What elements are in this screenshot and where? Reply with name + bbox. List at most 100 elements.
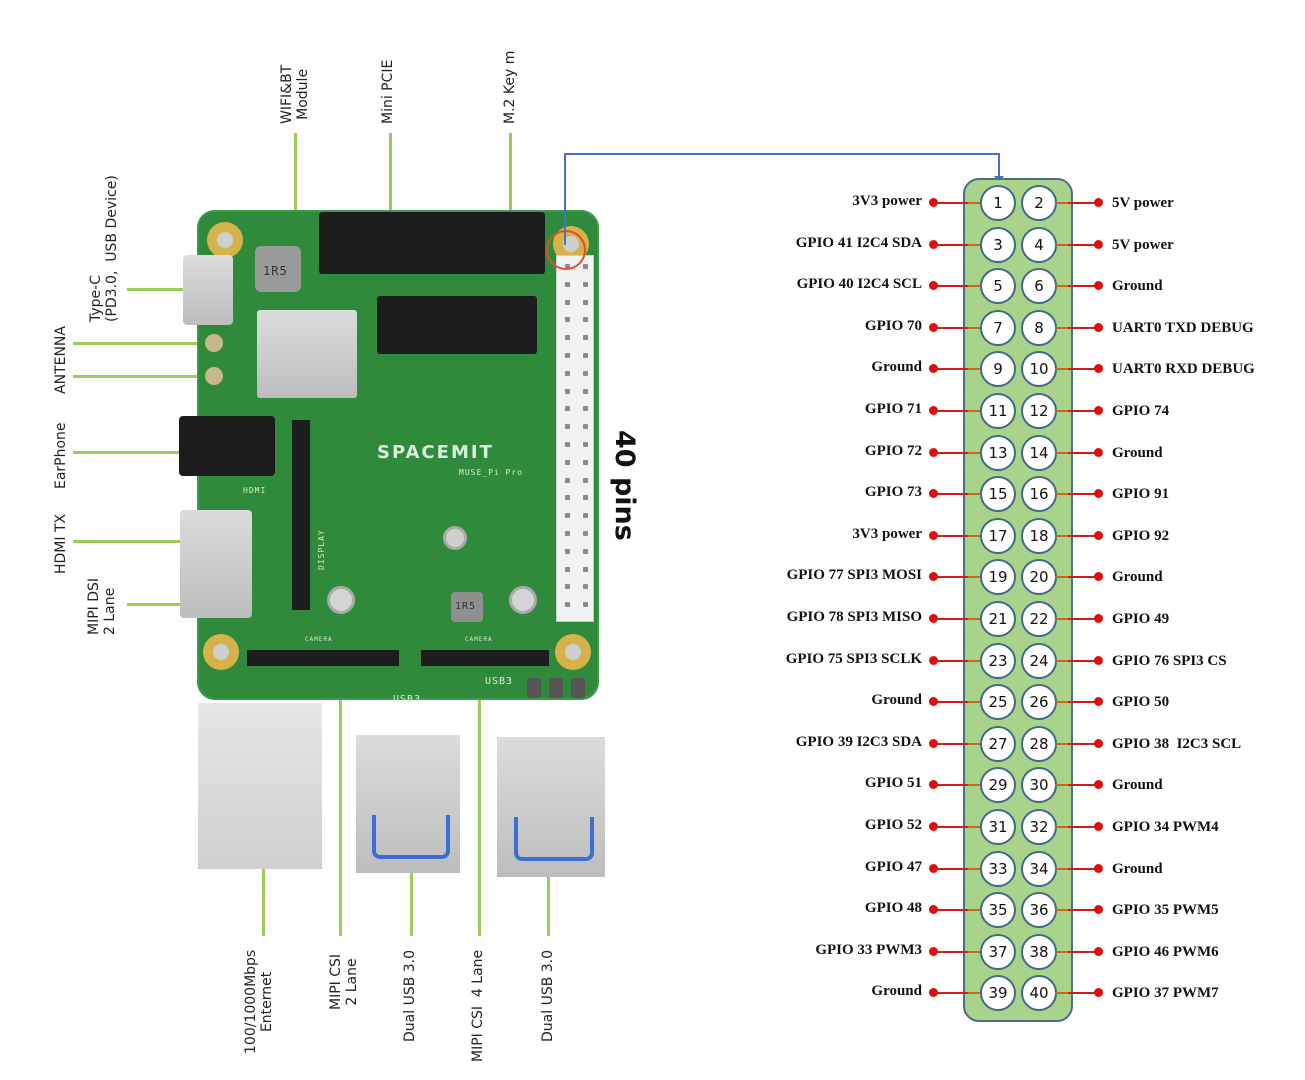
- callout-antenna-line-2: [73, 375, 213, 378]
- pin-9: 9: [980, 351, 1016, 387]
- callout-mipi-csi-4-label: MIPI CSI 4 Lane: [470, 949, 486, 1062]
- pin-stub-left: [968, 535, 982, 537]
- pin-stub-left: [968, 576, 982, 578]
- pin-28: 28: [1021, 726, 1057, 762]
- pin-stub-right: [1055, 244, 1069, 246]
- pin-label-right: Ground: [1112, 777, 1163, 793]
- board-header-pin: [565, 370, 570, 376]
- pin-stub-right: [1055, 868, 1069, 870]
- pin-19: 19: [980, 559, 1016, 595]
- pin-label-left: GPIO 72: [864, 443, 922, 459]
- earphone-jack: [179, 416, 275, 476]
- board-header-pin: [583, 317, 588, 323]
- board-header-pin: [583, 566, 588, 572]
- usb3-silk-b: USB3: [485, 676, 514, 687]
- pin-13: 13: [980, 435, 1016, 471]
- button-2: [549, 678, 563, 698]
- board-header-pin: [583, 406, 588, 412]
- pin-stub-left: [968, 368, 982, 370]
- pin-39: 39: [980, 975, 1016, 1011]
- pin-label-right: 5V power: [1112, 195, 1174, 211]
- pin-dot-right: [1094, 864, 1103, 873]
- pin-label-left: GPIO 48: [864, 900, 922, 916]
- pin-stub-right: [1055, 410, 1069, 412]
- pin-wire-right: [1068, 784, 1098, 786]
- callout-usb3-b-label: Dual USB 3.0: [540, 949, 556, 1042]
- pin-wire-right: [1068, 660, 1098, 662]
- pin-6: 6: [1021, 268, 1057, 304]
- pin-wire-right: [1068, 618, 1098, 620]
- callout-mini-pcie-line: [389, 133, 392, 253]
- pin-31: 31: [980, 809, 1016, 845]
- pin-stub-left: [968, 410, 982, 412]
- header-pin-count-label: 40 pins: [609, 430, 640, 541]
- pin-dot-left: [929, 572, 938, 581]
- pin-wire-right: [1068, 493, 1098, 495]
- pin-wire-right: [1068, 992, 1098, 994]
- pin-dot-left: [929, 281, 938, 290]
- board-40pin-header: [556, 255, 594, 622]
- pin-label-left: GPIO 77 SPI3 MOSI: [786, 567, 922, 583]
- pin-wire-left: [934, 660, 970, 662]
- hdmi-port: [180, 510, 252, 618]
- usb3-port-b-tongue: [514, 817, 594, 861]
- pin-label-left: GPIO 70: [864, 318, 922, 334]
- pin-wire-left: [934, 410, 970, 412]
- pin-wire-left: [934, 493, 970, 495]
- pin-stub-left: [968, 244, 982, 246]
- pin-wire-left: [934, 618, 970, 620]
- pin-dot-left: [929, 323, 938, 332]
- board-header-pin: [565, 335, 570, 341]
- pin-dot-right: [1094, 198, 1103, 207]
- pin-stub-right: [1055, 493, 1069, 495]
- pin-1: 1: [980, 185, 1016, 221]
- pin-dot-left: [929, 780, 938, 789]
- display-silk: DISPLAY: [317, 529, 326, 570]
- pin-label-left: Ground: [871, 359, 922, 375]
- pin-15: 15: [980, 476, 1016, 512]
- callout-mipi-dsi-label: MIPI DSI 2 Lane: [86, 577, 118, 635]
- board-header-pin: [583, 442, 588, 447]
- pin-14: 14: [1021, 435, 1057, 471]
- pin-wire-left: [934, 244, 970, 246]
- pinout-header-block: [963, 178, 1073, 1022]
- pin-wire-left: [934, 285, 970, 287]
- pin-wire-right: [1068, 452, 1098, 454]
- pin-wire-right: [1068, 576, 1098, 578]
- pin-5: 5: [980, 268, 1016, 304]
- pin-25: 25: [980, 684, 1016, 720]
- pin-label-left: GPIO 75 SPI3 SCLK: [785, 651, 922, 667]
- pin-label-right: GPIO 34 PWM4: [1112, 819, 1219, 835]
- pin-label-right: GPIO 76 SPI3 CS: [1112, 653, 1227, 669]
- board-header-pin: [583, 602, 588, 608]
- board-header-pin: [583, 353, 588, 358]
- pin-wire-left: [934, 368, 970, 370]
- board-header-pin: [565, 584, 570, 590]
- pin-dot-left: [929, 822, 938, 831]
- pin-stub-left: [968, 285, 982, 287]
- mount-hole-bottom-left: [203, 634, 239, 670]
- hdmi-silk: HDMI: [243, 486, 267, 495]
- pin-label-right: 5V power: [1112, 237, 1174, 253]
- pin-label-right: GPIO 37 PWM7: [1112, 985, 1219, 1001]
- pin-label-right: Ground: [1112, 278, 1163, 294]
- board-header-pin: [565, 353, 570, 358]
- pin-4: 4: [1021, 227, 1057, 263]
- board-header-pin: [565, 548, 570, 554]
- pin-dot-right: [1094, 780, 1103, 789]
- pin-wire-right: [1068, 701, 1098, 703]
- pin-label-right: GPIO 92: [1112, 528, 1170, 544]
- pin-18: 18: [1021, 518, 1057, 554]
- pin-wire-right: [1068, 368, 1098, 370]
- pin-stub-left: [968, 701, 982, 703]
- callout-antenna-line-1: [73, 342, 213, 345]
- pin-wire-left: [934, 452, 970, 454]
- pin-dot-right: [1094, 489, 1103, 498]
- pin-label-left: GPIO 52: [864, 817, 922, 833]
- pin-29: 29: [980, 767, 1016, 803]
- pin-stub-right: [1055, 784, 1069, 786]
- pin-wire-left: [934, 701, 970, 703]
- callout-earphone-line: [73, 451, 218, 454]
- pin-7: 7: [980, 310, 1016, 346]
- board-header-pin: [583, 388, 588, 394]
